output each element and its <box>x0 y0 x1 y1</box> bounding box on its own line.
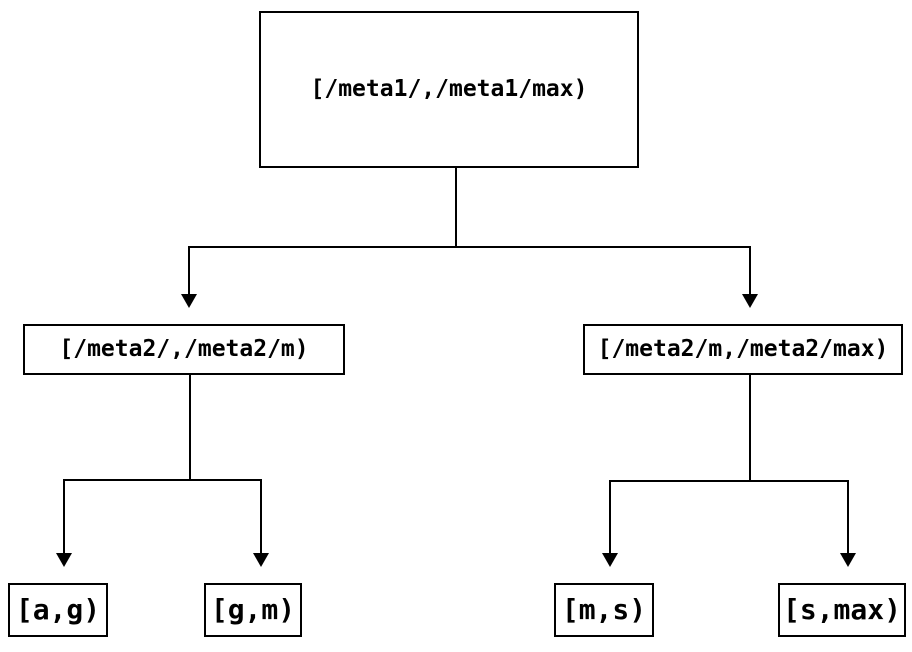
edge-root-to-level2 <box>188 246 751 294</box>
node-leaf-smax: [s,max) <box>778 583 906 637</box>
arrowhead-to-leaf-gm-icon <box>253 553 269 567</box>
node-left-range: [/meta2/,/meta2/m) <box>23 324 345 375</box>
arrowhead-to-leaf-smax-icon <box>840 553 856 567</box>
node-root-range: [/meta1/,/meta1/max) <box>259 11 639 168</box>
node-leaf-ms: [m,s) <box>554 583 654 637</box>
node-right-range: [/meta2/m,/meta2/max) <box>583 324 903 375</box>
arrowhead-to-leaf-ag-icon <box>56 553 72 567</box>
node-leaf-ag: [a,g) <box>8 583 108 637</box>
edge-right-to-leaves <box>609 480 849 553</box>
arrowhead-to-leaf-ms-icon <box>602 553 618 567</box>
arrowhead-to-right-child-icon <box>742 294 758 308</box>
arrowhead-to-left-child-icon <box>181 294 197 308</box>
node-leaf-gm: [g,m) <box>204 583 302 637</box>
edge-left-to-leaves <box>63 479 262 553</box>
